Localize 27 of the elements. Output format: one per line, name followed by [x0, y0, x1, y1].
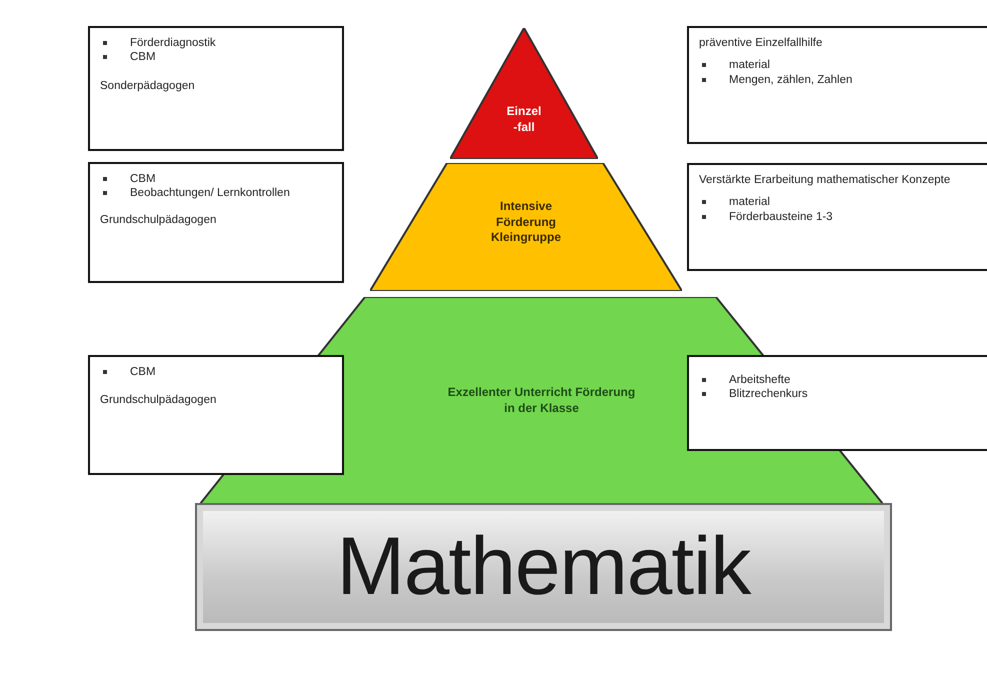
text-box [88, 26, 344, 151]
tier-label: Intensive Förderung Kleingruppe [490, 199, 562, 246]
role-label: Grundschulpädagogen [100, 393, 218, 408]
base-label: Mathematik [336, 520, 750, 614]
text-box [687, 26, 987, 144]
list-item: Mengen, zählen, Zahlen [699, 72, 985, 88]
list-item: CBM [100, 365, 332, 380]
list-item: Förderdiagnostik [100, 36, 332, 50]
list-item: Förderbausteine 1-3 [699, 210, 985, 224]
list-item: CBM [100, 172, 332, 186]
box-heading: präventive Einzelfallhilfe [699, 36, 824, 50]
role-label: Grundschulpädagogen [100, 212, 218, 228]
list-item: CBM [100, 50, 332, 65]
text-box [687, 355, 987, 451]
list-item: material [699, 195, 985, 210]
text-box [687, 163, 987, 271]
text-box [88, 355, 344, 475]
list-item: material [699, 58, 985, 73]
list-item: Beobachtungen/ Lernkontrollen [100, 186, 332, 201]
list-item: Blitzrechenkurs [699, 387, 985, 402]
tier-label: Exzellenter Unterricht Förderung in der Klasse [446, 385, 636, 416]
list-item: Arbeitshefte [699, 373, 985, 388]
text-box [88, 162, 344, 283]
tier-label: Einzel -fall [506, 104, 542, 136]
role-label: Sonderpädagogen [100, 78, 196, 94]
box-heading: Verstärkte Erarbeitung mathematischer Konzepte [699, 173, 952, 188]
base-block [195, 503, 892, 631]
